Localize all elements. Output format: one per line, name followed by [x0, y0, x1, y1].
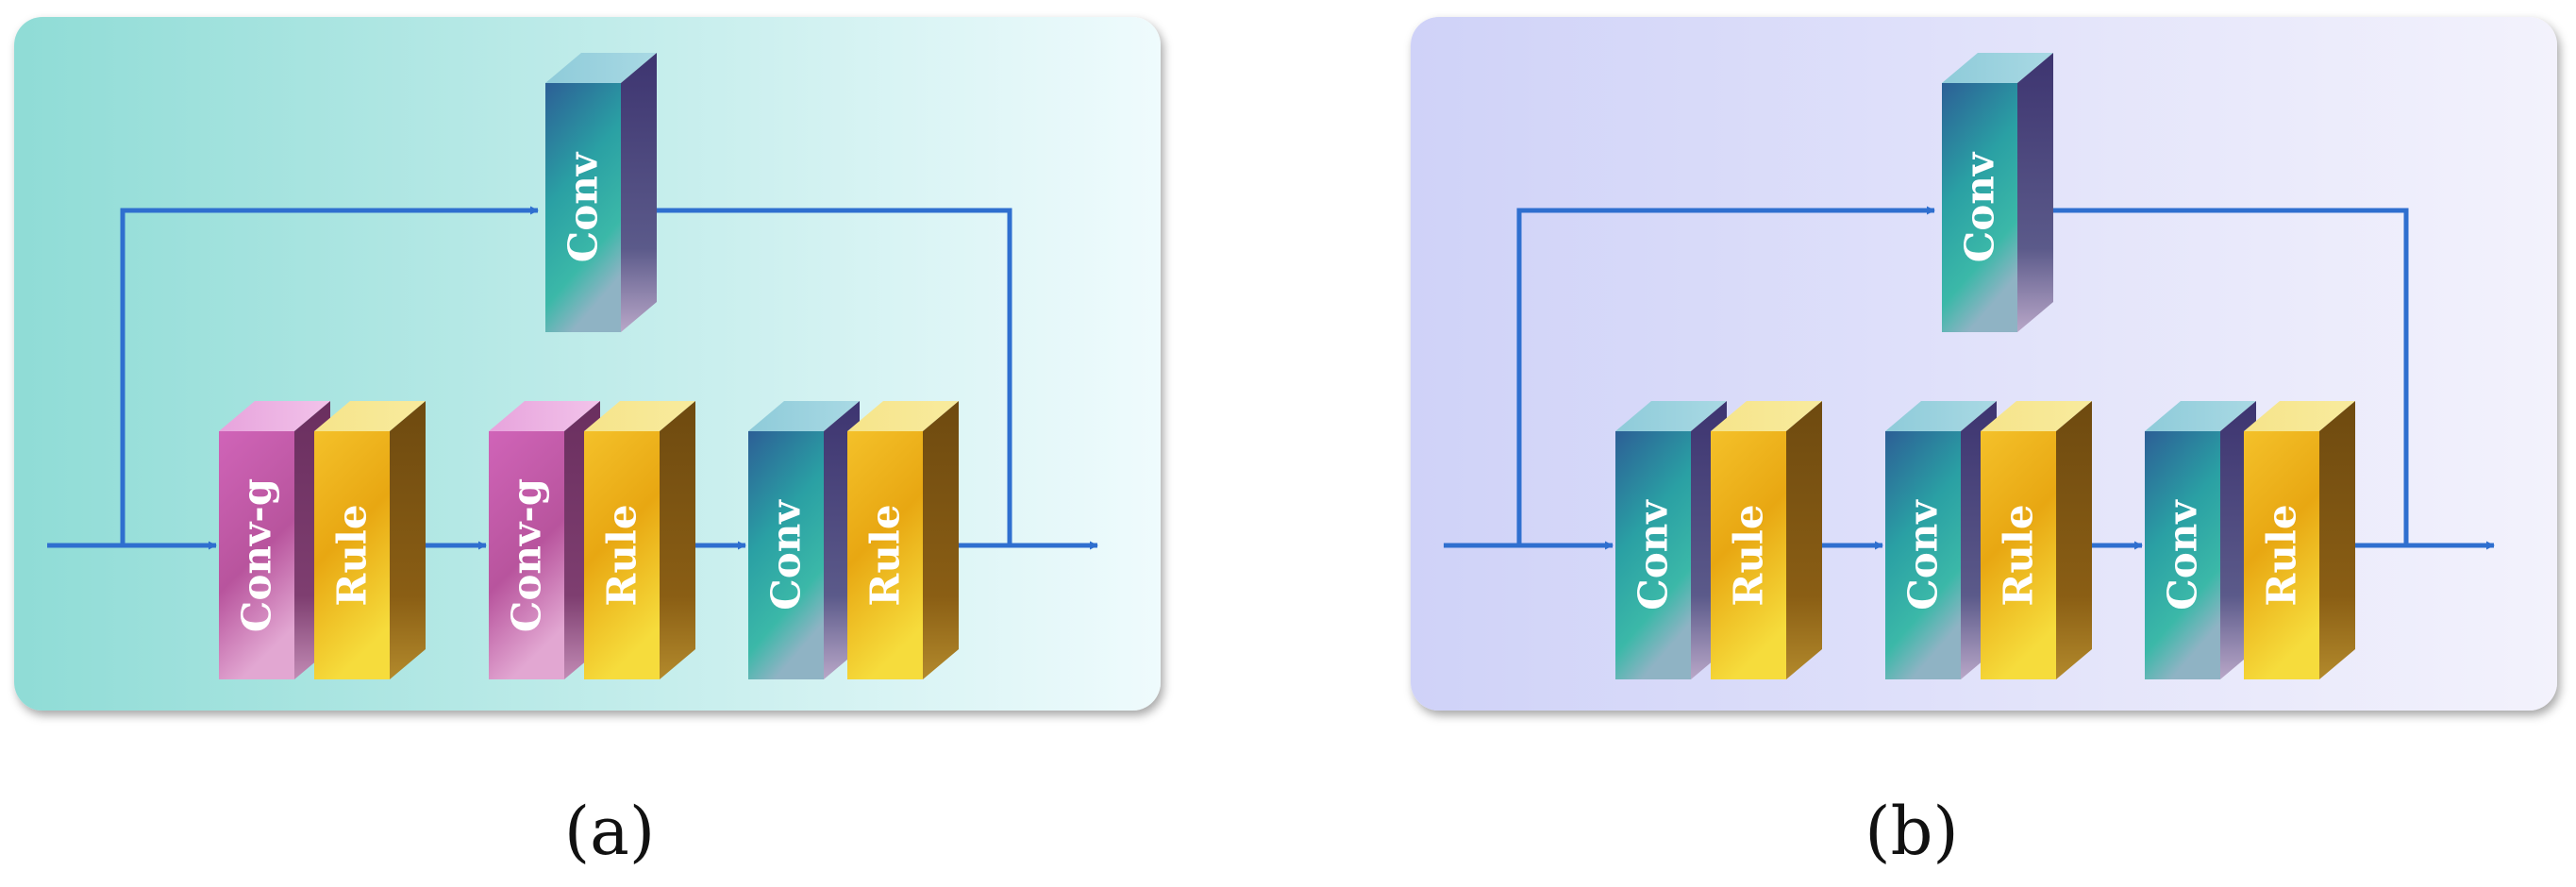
- panel-a-block-4-side-face: [660, 401, 695, 679]
- panel-a-block-5: Conv: [748, 401, 860, 679]
- skip-arrow-from-top-conv: [656, 208, 1012, 545]
- panel-b-block-4-front-face: [1981, 431, 2056, 679]
- skip-arrow-from-top-conv: [2052, 208, 2409, 545]
- panel-b-block-5-top-face: [2145, 401, 2256, 431]
- panel-a-block-3-label: Conv-g: [504, 478, 550, 632]
- panel-b-block-4-top-face: [1981, 401, 2092, 431]
- panel-b-top-conv-block: Conv: [1942, 53, 2053, 332]
- panel-b-block-3-top-face: [1885, 401, 1997, 431]
- panel-b-block-3: Conv: [1885, 401, 1997, 679]
- panel-a-block-1-label: Conv-g: [234, 478, 280, 632]
- panel-b-block-1-label: Conv: [1631, 499, 1677, 611]
- panel-b-block-6: Rule: [2244, 401, 2355, 679]
- panel-a-block-6-label: Rule: [862, 504, 909, 606]
- panel-a-block-2-top-face: [314, 401, 426, 431]
- panel-a-block-4-top-face: [584, 401, 695, 431]
- panel-a-top-conv-block-front-face: [545, 83, 621, 332]
- panel-b-block-2-side-face: [1786, 401, 1822, 679]
- panel-b-top-conv-block-front-face: [1942, 83, 2017, 332]
- panel-a-arrows: [47, 206, 1098, 550]
- panel-a-block-1-front-face: [219, 431, 294, 679]
- panel-b-top-conv-block-label: Conv: [1957, 151, 2003, 262]
- panel-a-block-3: Conv-g: [489, 401, 600, 679]
- panel-b-block-6-front-face: [2244, 431, 2319, 679]
- panel-a-top-conv-block-top-face: [545, 53, 657, 83]
- panel-a-block-5-front-face: [748, 431, 824, 679]
- panel-b-block-2-front-face: [1711, 431, 1786, 679]
- panel-b-block-2-top-face: [1711, 401, 1822, 431]
- panel-a-block-6-front-face: [847, 431, 923, 679]
- panel-b-block-5-label: Conv: [2160, 499, 2206, 611]
- panel-a-block-5-top-face: [748, 401, 860, 431]
- panel-a-block-4-front-face: [584, 431, 660, 679]
- panel-b-block-2: Rule: [1711, 401, 1822, 679]
- panel-a-block-5-label: Conv: [763, 499, 810, 611]
- panel-b-block-5: Conv: [2145, 401, 2256, 679]
- panel-a-block-4-label: Rule: [599, 504, 645, 606]
- panel-a-block-2-label: Rule: [329, 504, 376, 606]
- panel-a-block-6-top-face: [847, 401, 959, 431]
- panel-a-top-conv-block: Conv: [545, 53, 657, 332]
- panel-b-top-conv-block-top-face: [1942, 53, 2053, 83]
- panel-a-block-2-front-face: [314, 431, 390, 679]
- panel-a-top-conv-block-side-face: [621, 53, 657, 332]
- panel-b-block-2-label: Rule: [1726, 504, 1772, 606]
- skip-arrow-to-top-conv: [120, 206, 539, 545]
- panel-a-block-6-side-face: [923, 401, 959, 679]
- panel-a-caption: (a): [564, 793, 655, 870]
- panel-a-block-2-side-face: [390, 401, 426, 679]
- panel-a-block-4: Rule: [584, 401, 695, 679]
- panel-b-block-4-side-face: [2056, 401, 2092, 679]
- panel-b-block-6-top-face: [2244, 401, 2355, 431]
- panel-a-block-6: Rule: [847, 401, 959, 679]
- panel-b-block-6-side-face: [2319, 401, 2355, 679]
- panel-b-block-3-label: Conv: [1900, 499, 1947, 611]
- panel-b-block-5-front-face: [2145, 431, 2220, 679]
- panel-b-block-6-label: Rule: [2259, 504, 2305, 606]
- panel-a-top-conv-block-label: Conv: [560, 151, 607, 262]
- panel-a-block-2: Rule: [314, 401, 426, 679]
- panel-b-caption: (b): [1865, 793, 1958, 870]
- skip-arrow-to-top-conv: [1516, 206, 1935, 545]
- panel-b-block-1-front-face: [1615, 431, 1691, 679]
- panel-b-block-4-label: Rule: [1996, 504, 2042, 606]
- panel-a-block-1: Conv-g: [219, 401, 330, 679]
- panel-a-block-3-front-face: [489, 431, 564, 679]
- panel-b-block-3-front-face: [1885, 431, 1961, 679]
- panel-b-block-1-top-face: [1615, 401, 1727, 431]
- panel-b-top-conv-block-side-face: [2017, 53, 2053, 332]
- panel-b-block-4: Rule: [1981, 401, 2092, 679]
- panel-a-block-1-top-face: [219, 401, 330, 431]
- panel-b-arrows: [1444, 206, 2495, 550]
- panel-b-block-1: Conv: [1615, 401, 1727, 679]
- panel-a-block-3-top-face: [489, 401, 600, 431]
